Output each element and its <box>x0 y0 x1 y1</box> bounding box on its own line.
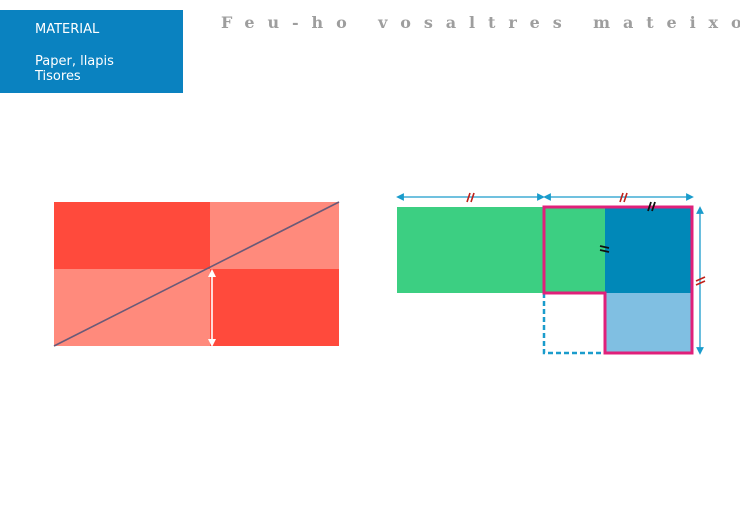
green-strip <box>397 207 606 293</box>
material-heading: MATERIAL <box>35 22 100 37</box>
diagonal-line <box>53 201 340 347</box>
red-block-top-left <box>54 202 210 269</box>
light-blue-block <box>605 293 692 353</box>
equal-length-tick-icon <box>599 245 610 253</box>
equal-length-tick-icon <box>647 201 656 212</box>
equal-length-tick-icon <box>695 276 706 286</box>
material-box: MATERIAL Paper, llapis Tisores <box>0 10 183 93</box>
equal-length-tick-icon <box>619 192 628 203</box>
blue-square-top <box>605 207 692 293</box>
material-item: Tisores <box>35 69 81 84</box>
missing-corner-outline <box>542 293 605 355</box>
page-title: Feu-ho vosaltres mateixos <box>221 13 740 32</box>
equal-length-tick-icon <box>466 192 475 203</box>
left-rectangle-figure <box>53 201 340 347</box>
material-item: Paper, llapis <box>35 54 114 69</box>
red-block-bottom-right <box>210 269 339 346</box>
right-rearrangement-figure <box>396 192 706 355</box>
magenta-outline <box>542 205 694 355</box>
